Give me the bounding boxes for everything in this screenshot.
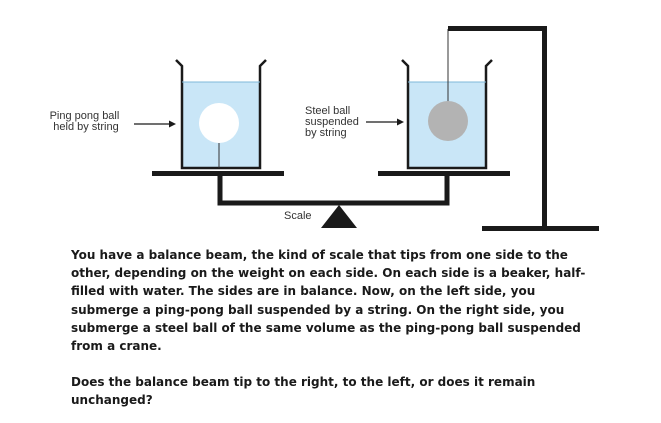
crane-post — [542, 26, 547, 231]
label-scale: Scale — [284, 210, 312, 222]
problem-paragraph: You have a balance beam, the kind of sca… — [71, 248, 586, 354]
balance-beam — [217, 176, 450, 206]
steel-ball — [428, 101, 468, 141]
crane-base — [482, 226, 599, 231]
label-steel-ball: Steel ball suspended by string — [305, 105, 362, 139]
problem-question: Does the balance beam tip to the right, … — [71, 375, 536, 408]
arrow-left-head — [169, 120, 176, 128]
right-plate — [378, 171, 510, 176]
ping-pong-ball — [199, 103, 239, 143]
problem-text: You have a balance beam, the kind of sca… — [71, 246, 591, 410]
balance-beam-diagram: Ping pong ball held by string Steel ball… — [50, 26, 599, 231]
fulcrum — [321, 205, 357, 228]
label-ping-pong: Ping pong ball held by string — [50, 110, 123, 133]
arrow-right-head — [397, 118, 404, 126]
right-beaker — [401, 59, 493, 170]
left-plate — [152, 171, 284, 176]
left-beaker — [175, 59, 267, 170]
crane-arm — [448, 26, 547, 31]
